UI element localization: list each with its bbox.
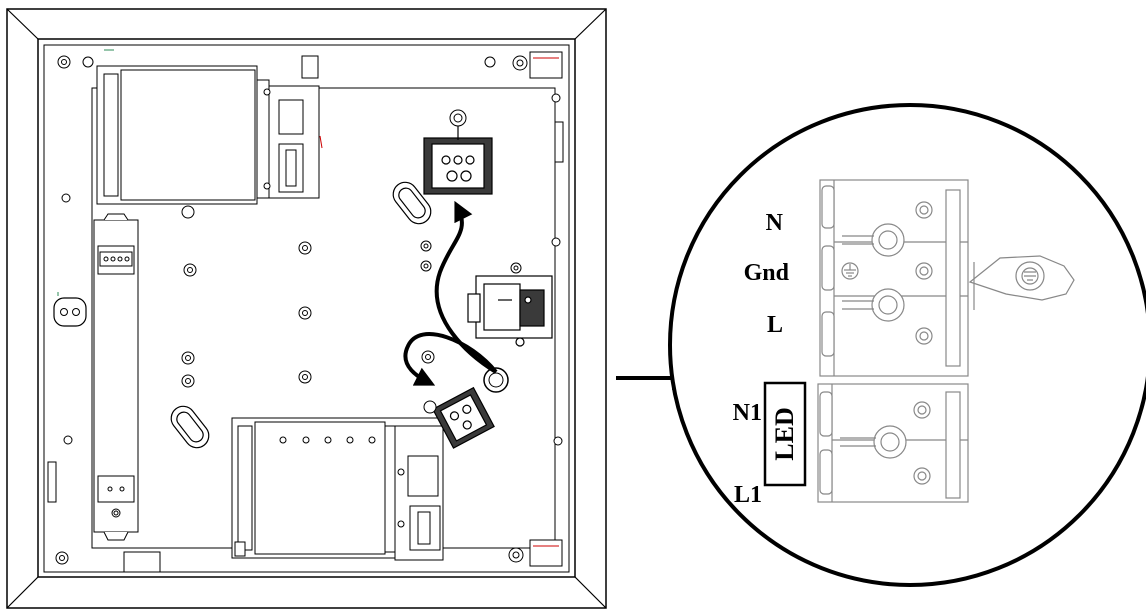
screw-icon [55,55,563,565]
side-connector [467,275,553,347]
cable-to-mains-terminal [434,200,498,374]
screw-icon [181,109,522,388]
led-driver-strip [93,213,139,541]
cable-to-led-terminal [403,332,498,386]
led-box [763,381,807,487]
mains-terminal-detail [819,179,969,377]
label-gnd: Gnd [744,260,790,286]
lower-driver-unit [231,417,444,561]
mains-terminal-block [423,126,493,195]
top-driver-unit [96,55,323,219]
enclosure [6,8,607,609]
label-n1: N1 [733,400,762,426]
led-terminal-block [432,386,495,449]
label-l: L [767,312,783,338]
magnified-detail: N Gnd L N1 L1 LED [668,103,1146,587]
ground-icon [841,262,859,280]
label-l1: L1 [734,482,762,508]
ground-lug [968,255,1075,310]
led-terminal-detail [817,383,969,503]
label-n: N [766,210,784,236]
led-label: LED [770,407,799,460]
